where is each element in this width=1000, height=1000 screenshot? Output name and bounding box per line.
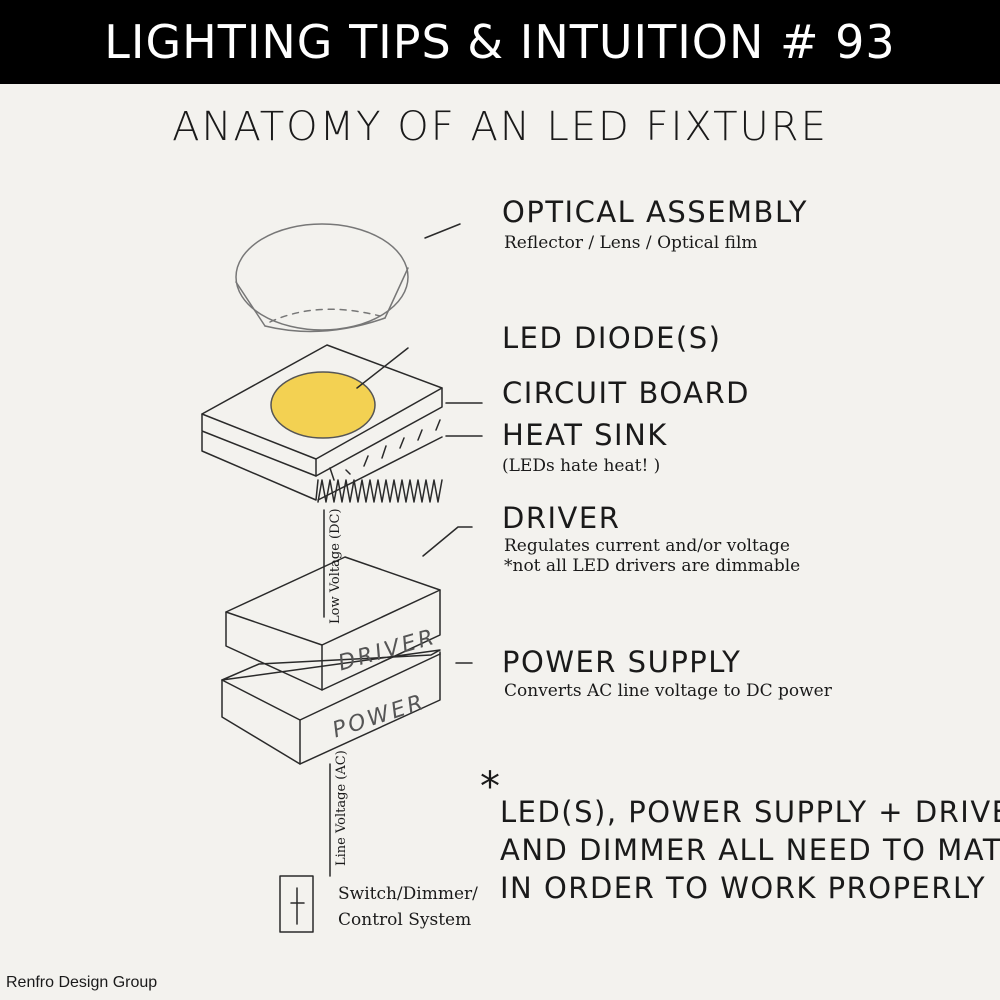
note-asterisk: * xyxy=(480,764,502,810)
switch-dimmer-shape xyxy=(279,875,314,933)
note-line-1: LED(S), POWER SUPPLY + DRIVER xyxy=(500,795,1000,829)
note-driver-dimmable: *not all LED drivers are dimmable xyxy=(504,556,801,576)
desc-heat-sink: (LEDs hate heat! ) xyxy=(502,456,661,476)
optical-leader-line xyxy=(424,223,461,239)
label-power-supply: POWER SUPPLY xyxy=(502,645,742,679)
label-circuit-board: CIRCUIT BOARD xyxy=(502,376,750,410)
label-heat-sink: HEAT SINK xyxy=(502,418,668,452)
heat-sink-shape xyxy=(201,419,443,503)
power-box-shape xyxy=(221,649,441,765)
led-diode-shape xyxy=(270,371,376,439)
switch-label-line2: Control System xyxy=(338,910,472,930)
label-optical-assembly: OPTICAL ASSEMBLY xyxy=(502,195,808,229)
circuit-board-shape xyxy=(201,344,443,477)
header-bar: LIGHTING TIPS & INTUITION # 93 xyxy=(0,0,1000,84)
note-line-2: AND DIMMER ALL NEED TO MATCH xyxy=(500,833,1000,867)
driver-leader-line xyxy=(422,526,473,557)
low-voltage-label: Low Voltage (DC) xyxy=(328,508,343,624)
desc-power-supply: Converts AC line voltage to DC power xyxy=(504,681,832,701)
page-title: ANATOMY OF AN LED FIXTURE xyxy=(172,104,828,150)
note-line-3: IN ORDER TO WORK PROPERLY xyxy=(500,871,987,905)
optical-assembly-shape xyxy=(235,223,409,333)
line-voltage-label: Line Voltage (AC) xyxy=(334,750,349,866)
label-led-diodes: LED DIODE(S) xyxy=(502,321,722,355)
desc-driver: Regulates current and/or voltage xyxy=(504,536,790,556)
driver-box-shape xyxy=(225,556,441,691)
footer-credit: Renfro Design Group xyxy=(6,974,158,991)
label-driver: DRIVER xyxy=(502,501,621,535)
led-leader-line xyxy=(356,347,409,389)
switch-label-line1: Switch/Dimmer/ xyxy=(338,884,478,904)
header-title: LIGHTING TIPS & INTUITION # 93 xyxy=(104,15,896,69)
desc-optical-assembly: Reflector / Lens / Optical film xyxy=(504,233,758,253)
